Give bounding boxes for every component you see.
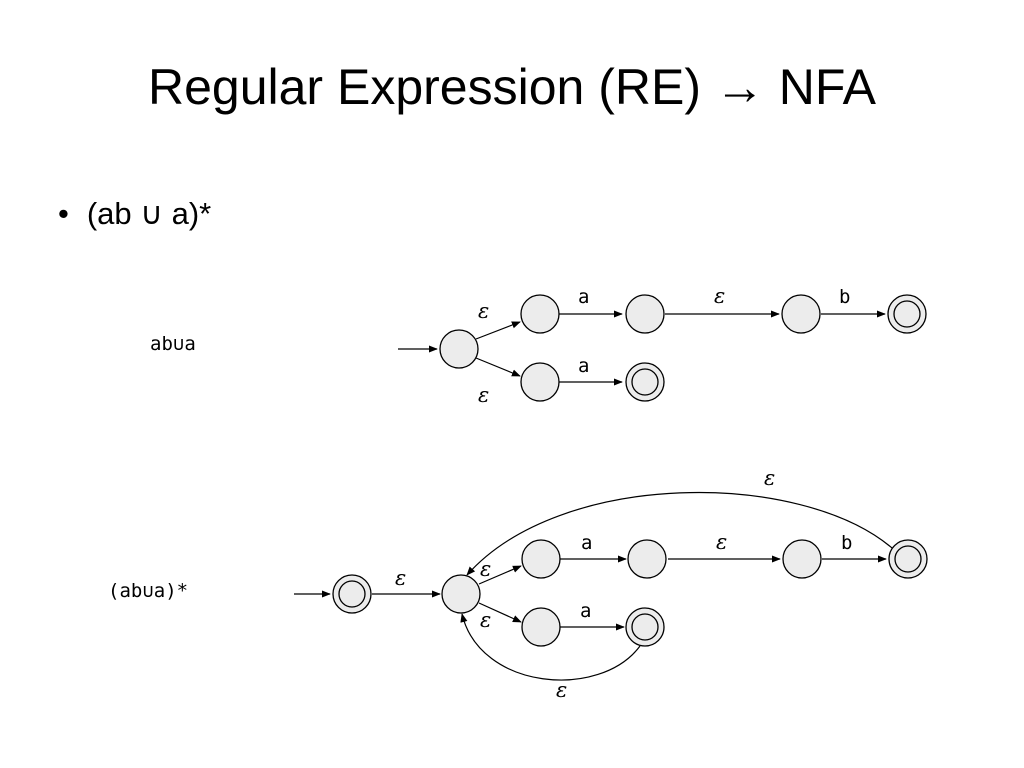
edge-eps-loop-top <box>466 491 893 576</box>
nfa-star: (ab∪a)* ε ε <box>108 466 928 702</box>
label-b-upper: b <box>841 532 852 554</box>
nfa-union: ab∪a ε ε a ε b a <box>150 284 927 407</box>
label-eps-start: ε <box>395 566 406 590</box>
accept-ring <box>894 545 922 573</box>
state <box>625 294 665 334</box>
expression-label-star: (ab∪a)* <box>108 580 188 602</box>
state <box>521 539 561 579</box>
label-eps-upper: ε <box>478 299 489 323</box>
bullet-text: (ab ∪ a)* <box>86 196 212 231</box>
edge-eps-lower <box>478 602 522 623</box>
state <box>627 539 667 579</box>
state <box>782 539 822 579</box>
label-a-lower: a <box>578 355 589 377</box>
state <box>520 362 560 402</box>
label-eps-middle: ε <box>714 284 725 308</box>
state <box>441 574 481 614</box>
label-a-upper: a <box>578 286 589 308</box>
state <box>520 294 560 334</box>
bullet-dot: • <box>58 196 69 231</box>
state <box>521 607 561 647</box>
label-eps-loop-bottom: ε <box>556 678 567 702</box>
label-eps-upper: ε <box>480 557 491 581</box>
accept-ring <box>631 368 659 396</box>
label-eps-middle: ε <box>716 530 727 554</box>
bullet-item: • (ab ∪ a)* <box>58 196 211 232</box>
state-start <box>439 329 479 369</box>
accept-ring <box>338 580 366 608</box>
label-eps-lower: ε <box>480 608 491 632</box>
edge-eps-loop-bottom <box>460 613 641 681</box>
accept-ring <box>631 613 659 641</box>
state <box>781 294 821 334</box>
edge-eps-upper <box>475 321 521 340</box>
accept-ring <box>893 300 921 328</box>
edge-eps-upper <box>478 565 522 585</box>
expression-label-union: ab∪a <box>150 333 196 355</box>
label-a-lower: a <box>580 600 591 622</box>
label-a-upper: a <box>581 532 592 554</box>
label-eps-lower: ε <box>478 383 489 407</box>
label-eps-loop-top: ε <box>764 466 775 490</box>
edge-eps-lower <box>475 357 521 377</box>
slide-title: Regular Expression (RE) → NFA <box>147 59 876 115</box>
label-b-upper: b <box>839 286 850 308</box>
